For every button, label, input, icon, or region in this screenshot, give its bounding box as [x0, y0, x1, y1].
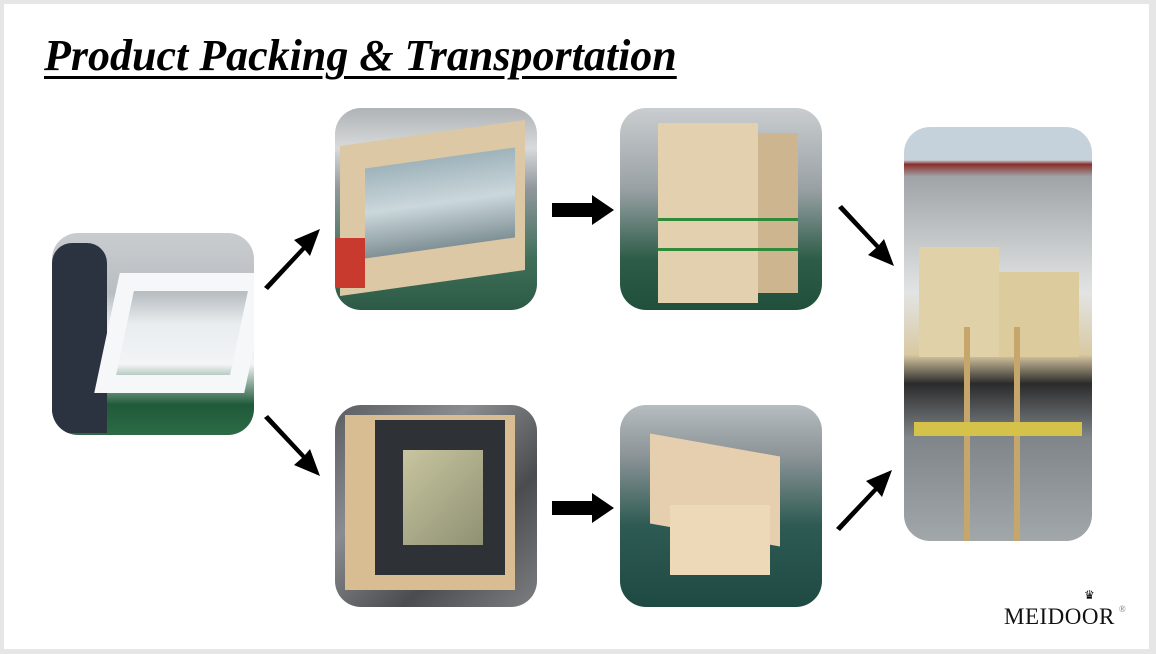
registered-mark: ®	[1118, 604, 1126, 614]
arrow-right-icon	[552, 493, 614, 523]
crown-icon: ♛	[1084, 588, 1095, 602]
arrow-right-icon	[552, 195, 614, 225]
photo-container-loading	[904, 127, 1092, 541]
arrow-down-right-icon	[838, 205, 894, 266]
photo-stacked-carton-boxes	[620, 405, 822, 607]
arrow-down-right-icon	[264, 415, 320, 476]
brand-logo-row: MEIDOOR ®	[1004, 604, 1126, 629]
brand-logo: MEIDOOR	[1004, 604, 1115, 629]
arrow-up-right-icon	[836, 470, 892, 531]
arrow-up-right-icon	[264, 229, 320, 290]
photo-wrapping-window-frame	[52, 233, 254, 435]
photo-wrapped-frames-on-pallet	[335, 108, 537, 310]
photo-window-in-carton-box	[335, 405, 537, 607]
page-title: Product Packing & Transportation	[44, 31, 677, 80]
photo-wooden-crate-packed	[620, 108, 822, 310]
